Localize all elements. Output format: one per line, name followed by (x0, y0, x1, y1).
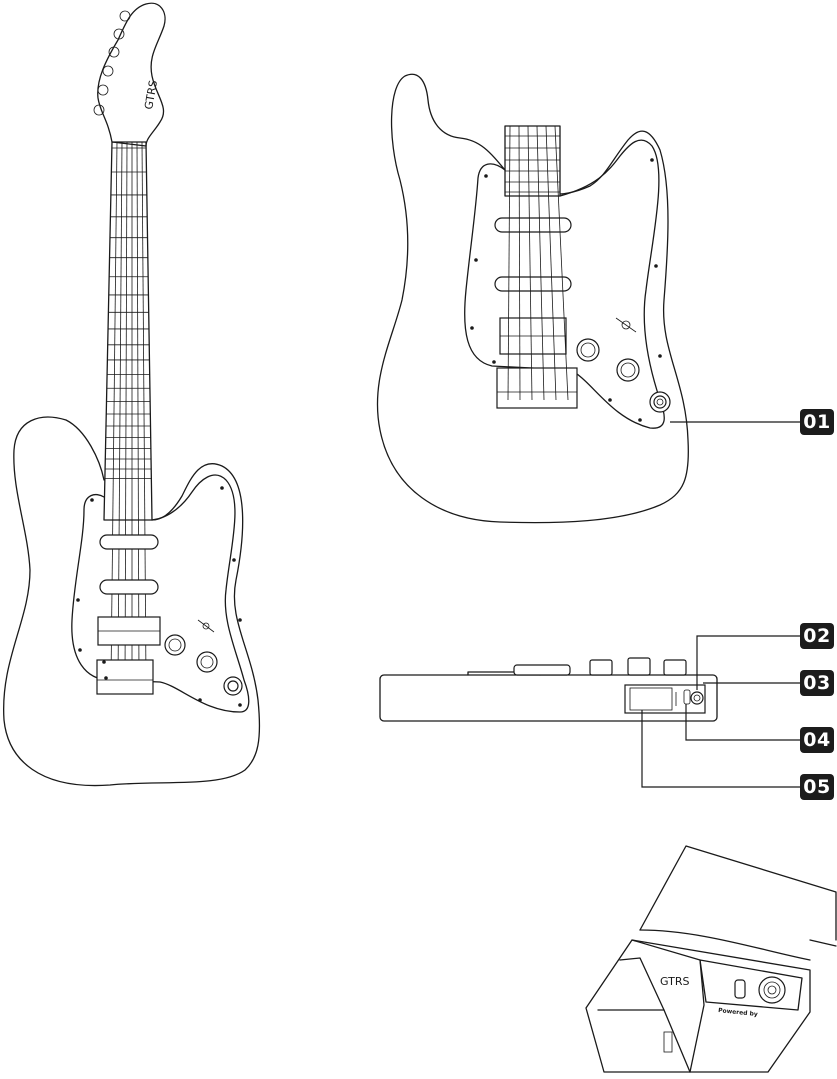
module-powered-by: Powered by (718, 1007, 758, 1018)
closeup-body (376, 73, 689, 524)
full-body (3, 416, 261, 787)
headstock-logo: GTRS (142, 79, 160, 110)
module-logo: GTRS (660, 975, 689, 988)
module-top (639, 845, 837, 941)
body-closeup (376, 73, 800, 524)
closeup-pickguard (464, 139, 665, 429)
neck (103, 141, 153, 521)
leader-02 (696, 635, 800, 690)
callout-03: 03 (800, 670, 834, 696)
callout-02: 02 (800, 623, 834, 649)
leader-05 (641, 710, 800, 788)
callout-05: 05 (800, 774, 834, 800)
module-perspective: GTRS Powered by (585, 845, 837, 1073)
full-pickguard (71, 474, 250, 713)
full-guitar: GTRS (3, 2, 261, 787)
leader-04 (685, 704, 800, 741)
headstock (97, 2, 166, 147)
side-view (379, 635, 800, 788)
callout-04: 04 (800, 727, 834, 753)
closeup-neck (504, 125, 561, 197)
callout-01: 01 (800, 409, 834, 435)
